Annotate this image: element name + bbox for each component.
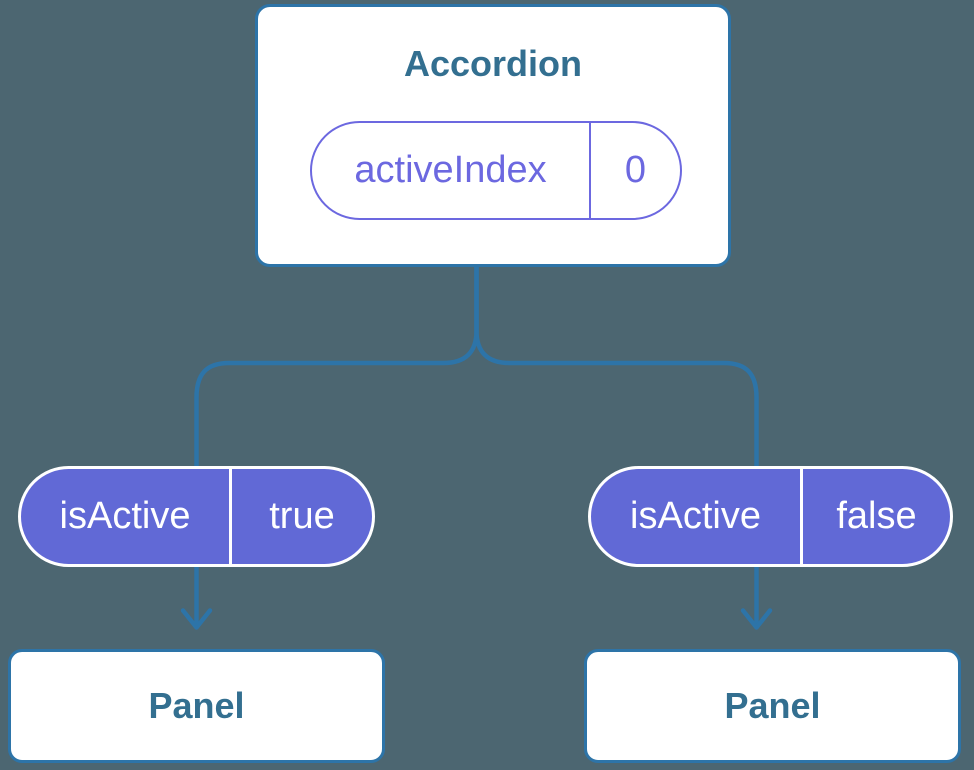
state-pill-activeindex: activeIndex 0 [310,121,682,220]
prop-pill-isactive-true: isActive true [18,466,375,567]
panel-title: Panel [148,685,245,726]
panel-card-left: Panel [8,649,385,763]
connector-right-branch [474,264,759,628]
state-pill-label: activeIndex [312,123,591,218]
accordion-title: Accordion [403,43,582,84]
panel-title: Panel [724,685,821,726]
accordion-card: Accordion activeIndex 0 [255,4,731,267]
prop-pill-label: isActive [21,469,232,564]
panel-card-right: Panel [584,649,961,763]
state-pill-value: 0 [624,149,647,191]
arrowhead-left-icon [180,608,213,630]
prop-pill-value: true [269,495,335,537]
prop-pill-value: false [836,495,917,537]
connector-left-branch [194,264,479,628]
prop-pill-label: isActive [591,469,803,564]
arrowhead-right-icon [740,608,773,630]
prop-pill-isactive-false: isActive false [588,466,953,567]
